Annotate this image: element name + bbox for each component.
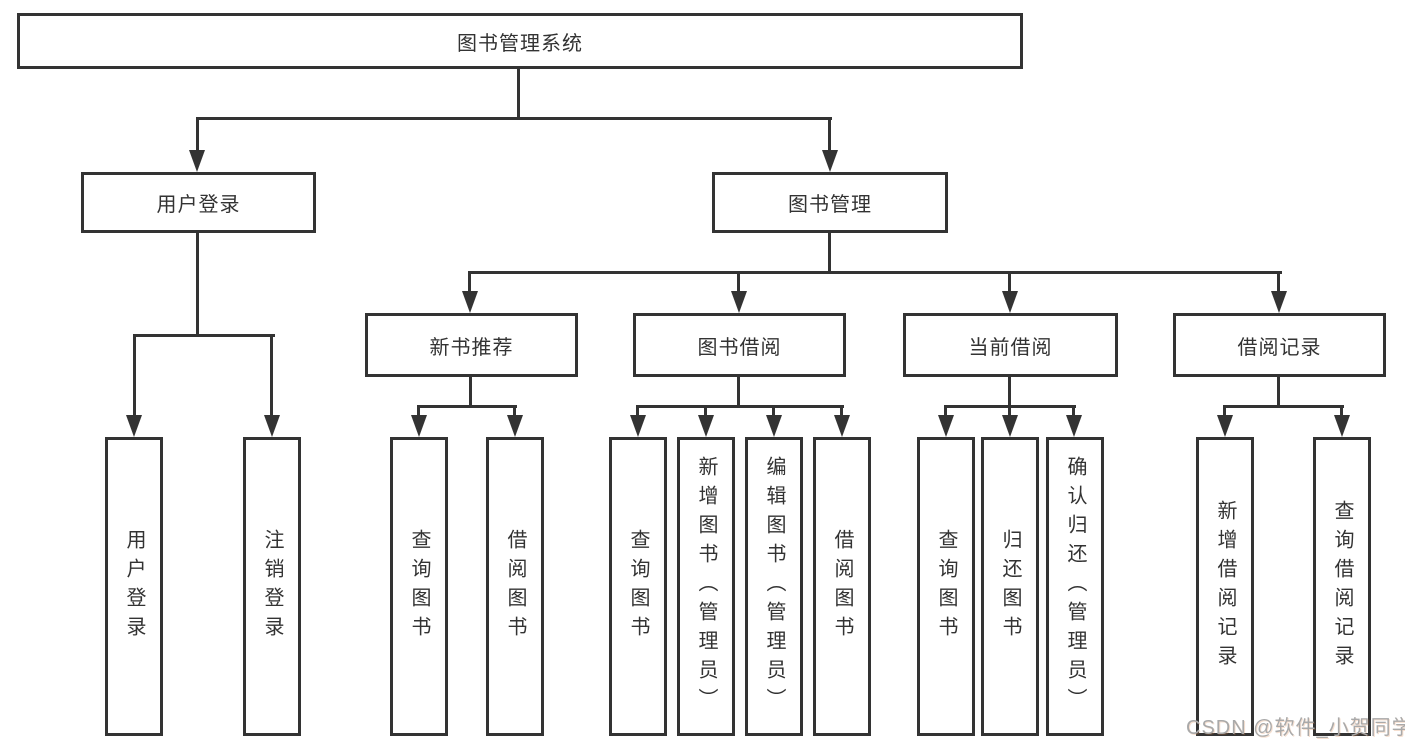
connector-drop-current-borrow xyxy=(1008,271,1011,296)
connector-book-borrow-bus xyxy=(636,405,844,408)
connector-root-bus xyxy=(196,117,832,120)
arrowhead-to-user-login xyxy=(189,150,205,172)
arrowhead-to-new-books xyxy=(462,291,478,313)
arrowhead-bb-borrow xyxy=(834,415,850,437)
leaf-user-login-label: 用户登录 xyxy=(123,528,145,645)
connector-drop-book-management xyxy=(828,117,831,154)
connector-drop-bb-query xyxy=(636,405,639,419)
connector-user-login-stem xyxy=(196,231,199,337)
leaf-cb-query-book: 查询图书 xyxy=(917,437,975,736)
leaf-nb-borrow-book-label: 借阅图书 xyxy=(504,528,526,645)
node-book-borrow: 图书借阅 xyxy=(633,313,846,377)
node-user-login: 用户登录 xyxy=(81,172,316,233)
leaf-bb-edit-book-admin: 编辑图书（管理员） xyxy=(745,437,803,736)
leaf-nb-query-book: 查询图书 xyxy=(390,437,448,736)
connector-drop-login-leaf xyxy=(133,334,136,419)
connector-book-management-bus xyxy=(468,271,1282,274)
connector-drop-cb-return xyxy=(1008,405,1011,419)
arrowhead-cb-confirm xyxy=(1066,415,1082,437)
connector-borrow-records-stem xyxy=(1277,375,1280,408)
leaf-br-add-record-label: 新增借阅记录 xyxy=(1214,499,1236,674)
leaf-nb-query-book-label: 查询图书 xyxy=(408,528,430,645)
leaf-logout-label: 注销登录 xyxy=(261,528,283,645)
node-new-books: 新书推荐 xyxy=(365,313,578,377)
connector-user-login-bus xyxy=(133,334,275,337)
connector-drop-logout-leaf xyxy=(270,334,273,419)
connector-drop-br-add xyxy=(1223,405,1226,419)
leaf-bb-query-book-label: 查询图书 xyxy=(627,528,649,645)
leaf-cb-return-book: 归还图书 xyxy=(981,437,1039,736)
arrowhead-br-query xyxy=(1334,415,1350,437)
connector-new-books-bus xyxy=(417,405,517,408)
arrowhead-nb-borrow xyxy=(507,415,523,437)
connector-book-borrow-stem xyxy=(737,375,740,408)
leaf-nb-borrow-book: 借阅图书 xyxy=(486,437,544,736)
connector-drop-nb-borrow xyxy=(513,405,516,419)
leaf-br-add-record: 新增借阅记录 xyxy=(1196,437,1254,736)
connector-borrow-records-bus xyxy=(1223,405,1344,408)
csdn-watermark: CSDN @软件_小贺同学 xyxy=(1186,717,1405,739)
leaf-logout: 注销登录 xyxy=(243,437,301,736)
arrowhead-to-book-borrow xyxy=(731,291,747,313)
arrowhead-bb-add xyxy=(698,415,714,437)
node-book-management: 图书管理 xyxy=(712,172,948,233)
connector-root-stem xyxy=(517,69,520,119)
arrowhead-br-add xyxy=(1217,415,1233,437)
connector-book-management-stem xyxy=(828,231,831,274)
connector-drop-bb-borrow xyxy=(840,405,843,419)
connector-drop-user-login xyxy=(196,117,199,154)
leaf-bb-query-book: 查询图书 xyxy=(609,437,667,736)
arrowhead-to-logout-leaf xyxy=(264,415,280,437)
arrowhead-cb-query xyxy=(938,415,954,437)
leaf-bb-add-book-admin-label: 新增图书（管理员） xyxy=(695,456,717,717)
connector-drop-cb-query xyxy=(944,405,947,419)
leaf-br-query-record-label: 查询借阅记录 xyxy=(1331,499,1353,674)
connector-drop-book-borrow xyxy=(737,271,740,296)
arrowhead-bb-query xyxy=(630,415,646,437)
connector-drop-nb-query xyxy=(417,405,420,419)
connector-drop-cb-confirm xyxy=(1072,405,1075,419)
connector-current-borrow-stem xyxy=(1008,375,1011,408)
arrowhead-to-login-leaf xyxy=(126,415,142,437)
arrowhead-cb-return xyxy=(1002,415,1018,437)
connector-drop-br-query xyxy=(1340,405,1343,419)
connector-drop-new-books xyxy=(468,271,471,296)
leaf-cb-confirm-return-admin-label: 确认归还（管理员） xyxy=(1064,456,1086,717)
leaf-bb-borrow-book: 借阅图书 xyxy=(813,437,871,736)
leaf-bb-borrow-book-label: 借阅图书 xyxy=(831,528,853,645)
leaf-cb-query-book-label: 查询图书 xyxy=(935,528,957,645)
leaf-bb-edit-book-admin-label: 编辑图书（管理员） xyxy=(763,456,785,717)
connector-new-books-stem xyxy=(469,375,472,408)
arrowhead-to-book-management xyxy=(822,150,838,172)
arrowhead-nb-query xyxy=(411,415,427,437)
connector-drop-bb-add xyxy=(704,405,707,419)
node-current-borrow: 当前借阅 xyxy=(903,313,1118,377)
node-root-system: 图书管理系统 xyxy=(17,13,1023,69)
connector-drop-bb-edit xyxy=(772,405,775,419)
node-borrow-records: 借阅记录 xyxy=(1173,313,1386,377)
connector-drop-borrow-records xyxy=(1277,271,1280,296)
arrowhead-to-borrow-records xyxy=(1271,291,1287,313)
arrowhead-to-current-borrow xyxy=(1002,291,1018,313)
leaf-cb-return-book-label: 归还图书 xyxy=(999,528,1021,645)
leaf-br-query-record: 查询借阅记录 xyxy=(1313,437,1371,736)
leaf-bb-add-book-admin: 新增图书（管理员） xyxy=(677,437,735,736)
leaf-cb-confirm-return-admin: 确认归还（管理员） xyxy=(1046,437,1104,736)
arrowhead-bb-edit xyxy=(766,415,782,437)
leaf-user-login: 用户登录 xyxy=(105,437,163,736)
